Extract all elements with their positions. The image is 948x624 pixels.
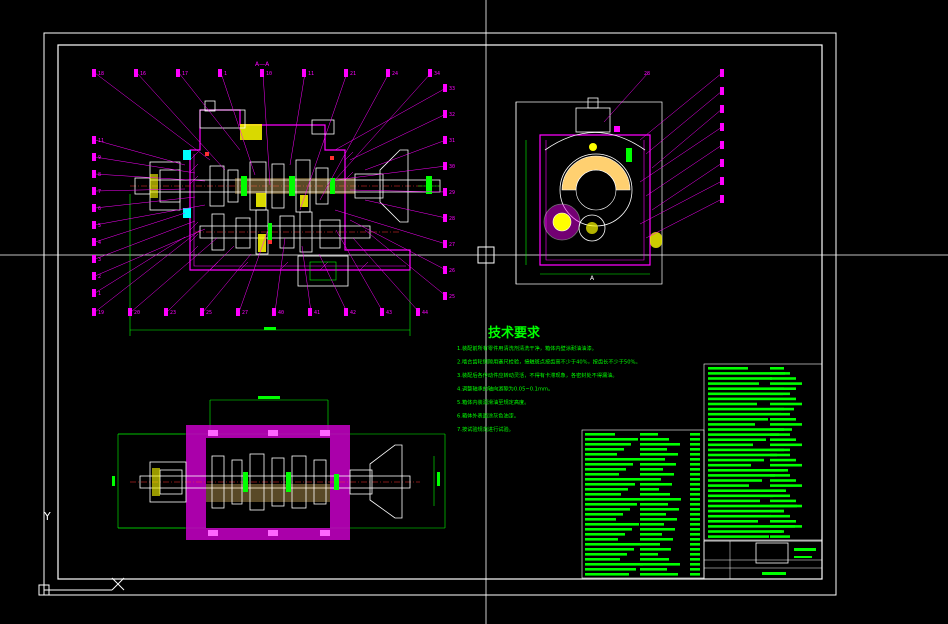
- right-callout-6: 27: [449, 242, 455, 248]
- tech-line-3: 3.装配后各传动件应转动灵活，不得有卡滞现象，各密封处不得漏油。: [457, 371, 618, 379]
- top-callout-4: 10: [266, 71, 272, 77]
- top-callout-6: 21: [350, 71, 356, 77]
- left-callout-1: 9: [98, 155, 101, 161]
- parts-list: [581, 363, 823, 580]
- right-callout-2: 31: [449, 138, 455, 144]
- bottom-callout-8: 43: [386, 310, 392, 316]
- left-callout-0: 11: [98, 138, 104, 144]
- bottom-callout-3: 25: [206, 310, 212, 316]
- left-callout-6: 4: [98, 240, 101, 246]
- top-callout-1: 16: [140, 71, 146, 77]
- top-callout-8: 34: [434, 71, 440, 77]
- bottom-callout-1: 20: [134, 310, 140, 316]
- bottom-callout-2: 23: [170, 310, 176, 316]
- ucs-y-label: Y: [43, 510, 51, 523]
- bottom-callout-0: 19: [98, 310, 104, 316]
- tech-line-6: 6.箱体外表面涂灰色油漆。: [457, 412, 519, 420]
- plan-view: [112, 396, 446, 540]
- right-callout-7: 26: [449, 268, 455, 274]
- left-callout-3: 7: [98, 189, 101, 195]
- left-callout-8: 2: [98, 274, 101, 280]
- left-callout-5: 5: [98, 223, 101, 229]
- left-callout-9: 1: [98, 291, 101, 297]
- right-callout-1: 32: [449, 112, 455, 118]
- ucs-axis-icon: Y: [38, 510, 125, 596]
- right-callout-3: 30: [449, 164, 455, 170]
- bottom-callout-6: 41: [314, 310, 320, 316]
- tech-line-5: 5.箱体内装润滑油至规定高度。: [457, 398, 529, 406]
- section-view-a-a: A—A: [92, 61, 455, 336]
- bottom-callout-5: 40: [278, 310, 284, 316]
- left-callout-7: 3: [98, 257, 101, 263]
- tech-title: 技术要求: [488, 325, 541, 341]
- tech-line-2: 2.啮合齿轮侧隙用塞尺检验，接触斑点按齿高不少于40%，按齿长不少于50%。: [457, 358, 641, 366]
- left-callout-4: 6: [98, 206, 101, 212]
- section-label: A—A: [255, 61, 270, 68]
- top-callout-0: 18: [98, 71, 104, 77]
- side-view-label: A: [590, 275, 595, 282]
- bottom-callout-4: 27: [242, 310, 248, 316]
- side-view: A 28: [515, 69, 724, 285]
- tech-lines: 1.装配前所有零件用清洗剂清洗干净，箱体内壁涂耐油油漆。 2.啮合齿轮侧隙用塞尺检…: [457, 344, 641, 433]
- inner-frame: [57, 44, 823, 580]
- right-callout-0: 33: [449, 86, 455, 92]
- bottom-callout-9: 44: [422, 310, 428, 316]
- side-view-callout: 28: [644, 71, 650, 77]
- right-callout-8: 25: [449, 294, 455, 300]
- top-callout-7: 24: [392, 71, 398, 77]
- right-callout-5: 28: [449, 216, 455, 222]
- right-callout-4: 29: [449, 190, 455, 196]
- tech-line-7: 7.按试验规范进行试验。: [457, 425, 514, 433]
- tech-line-4: 4.调整轴承的轴向游隙为0.05~0.1mm。: [457, 385, 553, 393]
- outer-frame: [43, 32, 837, 596]
- technical-requirements: 技术要求 1.装配前所有零件用清洗剂清洗干净，箱体内壁涂耐油油漆。 2.啮合齿轮侧…: [457, 325, 641, 433]
- side-callout-leaders: 28: [603, 69, 724, 239]
- left-callout-2: 8: [98, 172, 101, 178]
- top-callout-2: 17: [182, 71, 188, 77]
- top-callout-3: 1: [224, 71, 227, 77]
- tech-line-1: 1.装配前所有零件用清洗剂清洗干净，箱体内壁涂耐油油漆。: [457, 344, 597, 352]
- bottom-callout-7: 42: [350, 310, 356, 316]
- top-callout-5: 11: [308, 71, 314, 77]
